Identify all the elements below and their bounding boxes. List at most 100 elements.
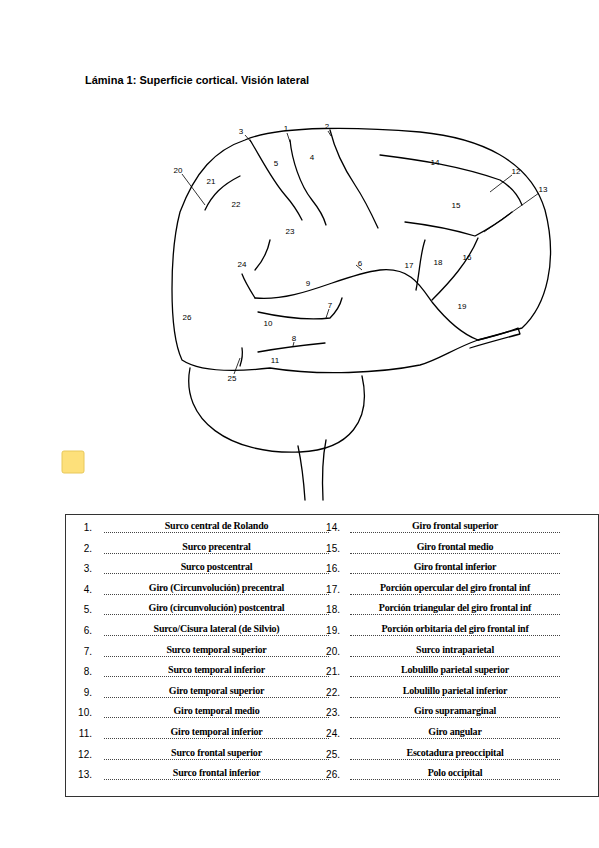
callout-number: 8 [292,334,296,343]
sheet-title: Lámina 1: Superficie cortical. Visión la… [85,74,309,86]
item-number: 12. [70,749,92,760]
preoccipital-notch [240,348,242,366]
leader-line [484,193,539,232]
structure-name: Surco intraparietal [350,643,560,657]
item-number: 24. [318,728,340,739]
brainstem [298,446,305,500]
item-number: 19. [318,625,340,636]
structure-name: Giro frontal medio [350,540,560,554]
leader-line [287,133,290,142]
structure-name: Giro (Circunvolución) precentral [104,581,329,595]
central-sulcus [290,140,326,225]
structure-name: Giro temporal superior [104,684,329,698]
sylvian-ramus [416,240,425,290]
callout-number: 22 [232,200,241,209]
sylvian-posterior-end [242,274,255,298]
structure-name: Giro temporal inferior [104,725,329,739]
item-number: 22. [318,687,340,698]
item-number: 18. [318,604,340,615]
callout-number: 7 [328,301,332,310]
leader-line [245,135,252,143]
structure-name: Lobulillo parietal superior [350,663,560,677]
item-number: 26. [318,769,340,780]
structure-name: Surco/Cisura lateral (de Silvio) [104,622,329,636]
callout-number: 23 [286,227,295,236]
item-number: 8. [70,666,92,677]
structure-name: Surco temporal inferior [104,663,329,677]
leader-line [328,131,331,136]
structure-name: Escotadura preoccipital [350,746,560,760]
cerebrum-outline [172,128,550,372]
olfactory-tract [470,328,520,348]
callout-number: 2 [325,122,329,131]
structure-name: Porción orbitaria del giro frontal inf [350,622,560,636]
item-number: 10. [70,707,92,718]
callout-number: 19 [458,302,467,311]
callout-number: 12 [512,167,521,176]
callout-number: 3 [239,127,243,136]
structure-name: Giro supramarginal [350,704,560,718]
item-number: 5. [70,604,92,615]
item-number: 7. [70,646,92,657]
angular-sulcus [255,240,270,270]
structure-name: Giro temporal medio [104,704,329,718]
callout-number: 11 [271,356,279,365]
superior-temporal-sulcus [258,298,342,319]
item-number: 20. [318,646,340,657]
structure-name: Giro frontal superior [350,519,560,533]
item-number: 6. [70,625,92,636]
structure-name: Lobulillo parietal inferior [350,684,560,698]
legend-table: 1. Surco central de Rolando 2. Surco precen… [65,514,599,797]
item-number: 9. [70,687,92,698]
callout-number: 24 [238,260,247,269]
structure-name: Polo occipital [350,766,560,780]
callout-number: 21 [207,177,216,186]
callout-number: 9 [306,279,310,288]
superior-frontal-sulcus [380,155,522,205]
callout-number: 18 [434,258,443,267]
structure-name: Porción opercular del giro frontal inf [350,581,560,595]
item-number: 23. [318,707,340,718]
structure-name: Surco frontal inferior [104,766,329,780]
callout-number: 14 [431,158,440,167]
callout-number: 13 [539,185,548,194]
callout-number: 4 [310,153,314,162]
item-number: 1. [70,522,92,533]
item-number: 21. [318,666,340,677]
callout-number: 1 [284,124,288,133]
structure-name: Surco precentral [104,540,329,554]
item-number: 3. [70,563,92,574]
callout-number: 25 [228,374,237,383]
leader-line [293,342,294,346]
intraparietal-sulcus [205,176,240,210]
leader-line [182,174,205,205]
leader-line [234,358,240,374]
callout-number: 10 [264,319,273,328]
structure-name: Surco central de Rolando [104,519,329,533]
structure-name: Giro angular [350,725,560,739]
lateral-sulcus [255,270,478,340]
callout-number: 16 [463,253,472,262]
item-number: 15. [318,543,340,554]
item-number: 16. [318,563,340,574]
structure-name: Surco frontal superior [104,746,329,760]
callout-number: 15 [452,201,461,210]
sylvian-ramus [432,238,478,300]
postcentral-sulcus [250,140,302,220]
cerebellum-outline [189,368,365,452]
yellow-marker [62,451,84,473]
item-number: 17. [318,584,340,595]
callout-number: 6 [358,259,362,268]
callout-number: 5 [274,159,278,168]
structure-name: Giro frontal inferior [350,560,560,574]
leader-line [326,309,329,318]
structure-name: Porción triangular del giro frontal inf [350,601,560,615]
callout-number: 20 [174,166,183,175]
structure-name: Surco temporal superior [104,643,329,657]
item-number: 25. [318,749,340,760]
brainstem [322,440,326,500]
precentral-sulcus [330,130,378,228]
inferior-temporal-sulcus [258,343,325,352]
item-number: 2. [70,543,92,554]
